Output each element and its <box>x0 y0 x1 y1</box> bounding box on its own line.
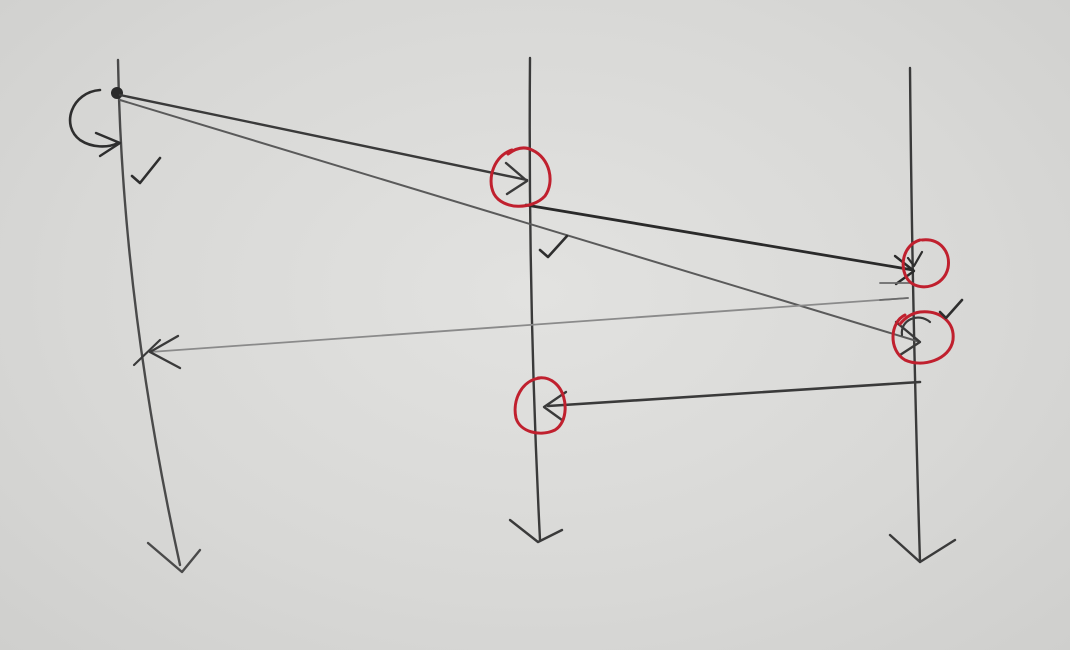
receive-circle-p2-m5 <box>513 376 567 435</box>
checkmark-icon <box>538 234 569 259</box>
arrowhead-icon <box>146 541 202 574</box>
self-loop-arrow-icon <box>900 316 932 337</box>
process-timeline-p2 <box>508 56 564 544</box>
arrowhead-icon <box>888 533 957 564</box>
arrowhead-icon <box>893 254 916 286</box>
receive-circle-p3-m3 <box>901 238 950 289</box>
receive-circle-p2-m1 <box>489 146 552 208</box>
arrowhead-icon <box>894 320 922 357</box>
checkmark-icon <box>938 298 964 320</box>
arrowhead-icon <box>504 161 529 196</box>
process-timeline-p3 <box>888 66 957 564</box>
message-m1 <box>118 93 529 196</box>
message-m4 <box>132 282 911 370</box>
message-m2 <box>119 99 922 357</box>
event-dot <box>111 87 123 99</box>
message-m3 <box>524 203 916 286</box>
checkmark-icon <box>130 156 162 185</box>
process-timeline-p1 <box>116 58 202 574</box>
arrowhead-icon <box>542 390 568 422</box>
arrowhead-icon <box>148 334 182 370</box>
message-m5 <box>542 380 922 422</box>
self-loop-arrow-icon <box>68 88 122 158</box>
receive-circle-p3-m2 <box>891 310 955 365</box>
checkmark-icon <box>906 250 924 268</box>
arrowhead-icon <box>508 518 564 544</box>
